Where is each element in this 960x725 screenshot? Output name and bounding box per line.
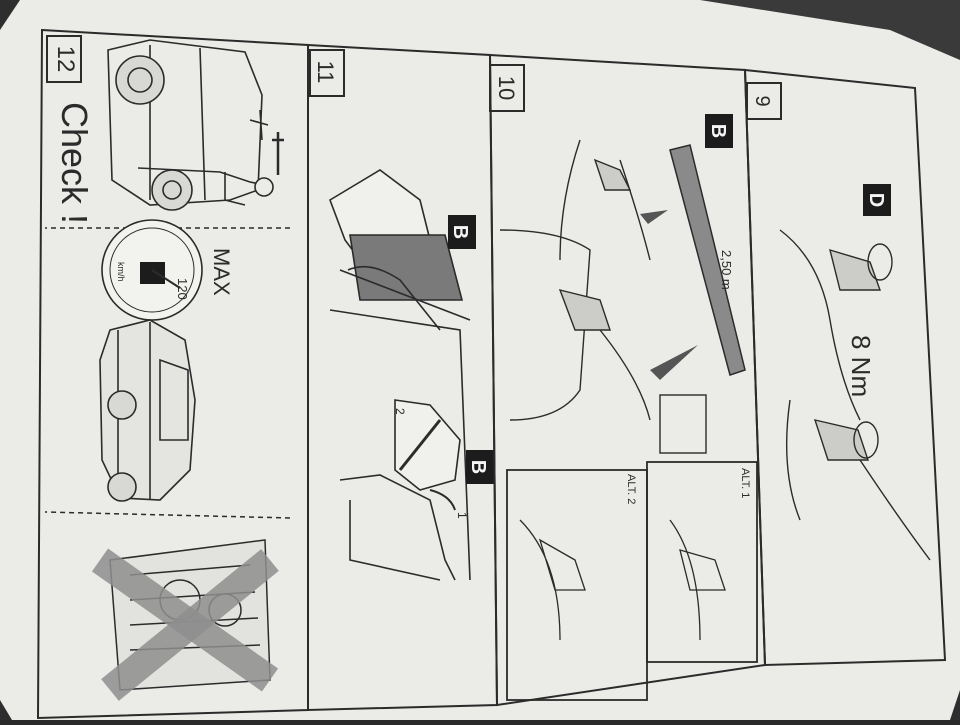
check-text: Check ! [54, 102, 95, 224]
step-box-9 [746, 82, 782, 120]
alt2-label: ALT. 2 [625, 474, 637, 504]
alt1-box [646, 461, 758, 663]
panel-12: 12 Check ! MAX 120 km/h [36, 28, 309, 720]
rail-feet-sketch [779, 229, 931, 561]
roof-strip-part [669, 144, 746, 376]
speedometer-illustration [101, 219, 203, 321]
speed-value: 120 [175, 278, 190, 300]
length-label: 2,50 m [719, 250, 734, 290]
panel-11: 11 B B 2 1 [307, 43, 499, 712]
speed-unit: km/h [116, 262, 126, 282]
arrows [640, 210, 698, 380]
hand-roof-rail-bottom [339, 399, 461, 581]
step-number-10: 10 [494, 76, 519, 100]
car-rear-illustration [99, 319, 196, 502]
roof-rail-sketch [499, 139, 651, 421]
label-b-3: B [707, 124, 729, 138]
cutter-box [659, 394, 707, 454]
divider-dashed-2 [44, 511, 291, 519]
max-label: MAX [209, 248, 234, 296]
arrow-label-2: 2 [393, 408, 407, 415]
torque-label: 8 Nm [846, 335, 876, 397]
step-number-11: 11 [313, 61, 338, 84]
crossed-out-illustration [91, 539, 279, 701]
alt-sketches [519, 519, 726, 641]
arrow-label-1: 1 [455, 512, 469, 519]
car-side-illustration [107, 39, 284, 211]
step-number-9: 9 [751, 95, 773, 106]
hand-roof-rail-top [329, 169, 471, 581]
label-d: D [865, 193, 887, 207]
paper-shadow-corner [700, 0, 960, 60]
label-d-box [863, 184, 891, 216]
label-b-2: B [467, 460, 489, 474]
label-b-1: B [449, 225, 471, 239]
step-box-12 [46, 35, 82, 83]
step-number-12: 12 [52, 46, 79, 73]
alt1-label: ALT. 1 [739, 468, 751, 498]
label-b-box-1 [448, 215, 476, 249]
label-b-box-3 [705, 114, 733, 148]
step-box-10 [489, 64, 525, 112]
step-box-11 [309, 49, 345, 97]
panel-10: 10 B 2,50 m ALT. 1 ALT. 2 [488, 53, 767, 707]
label-b-box-2 [466, 450, 494, 484]
panel-9: 9 D 8 Nm [743, 68, 947, 667]
